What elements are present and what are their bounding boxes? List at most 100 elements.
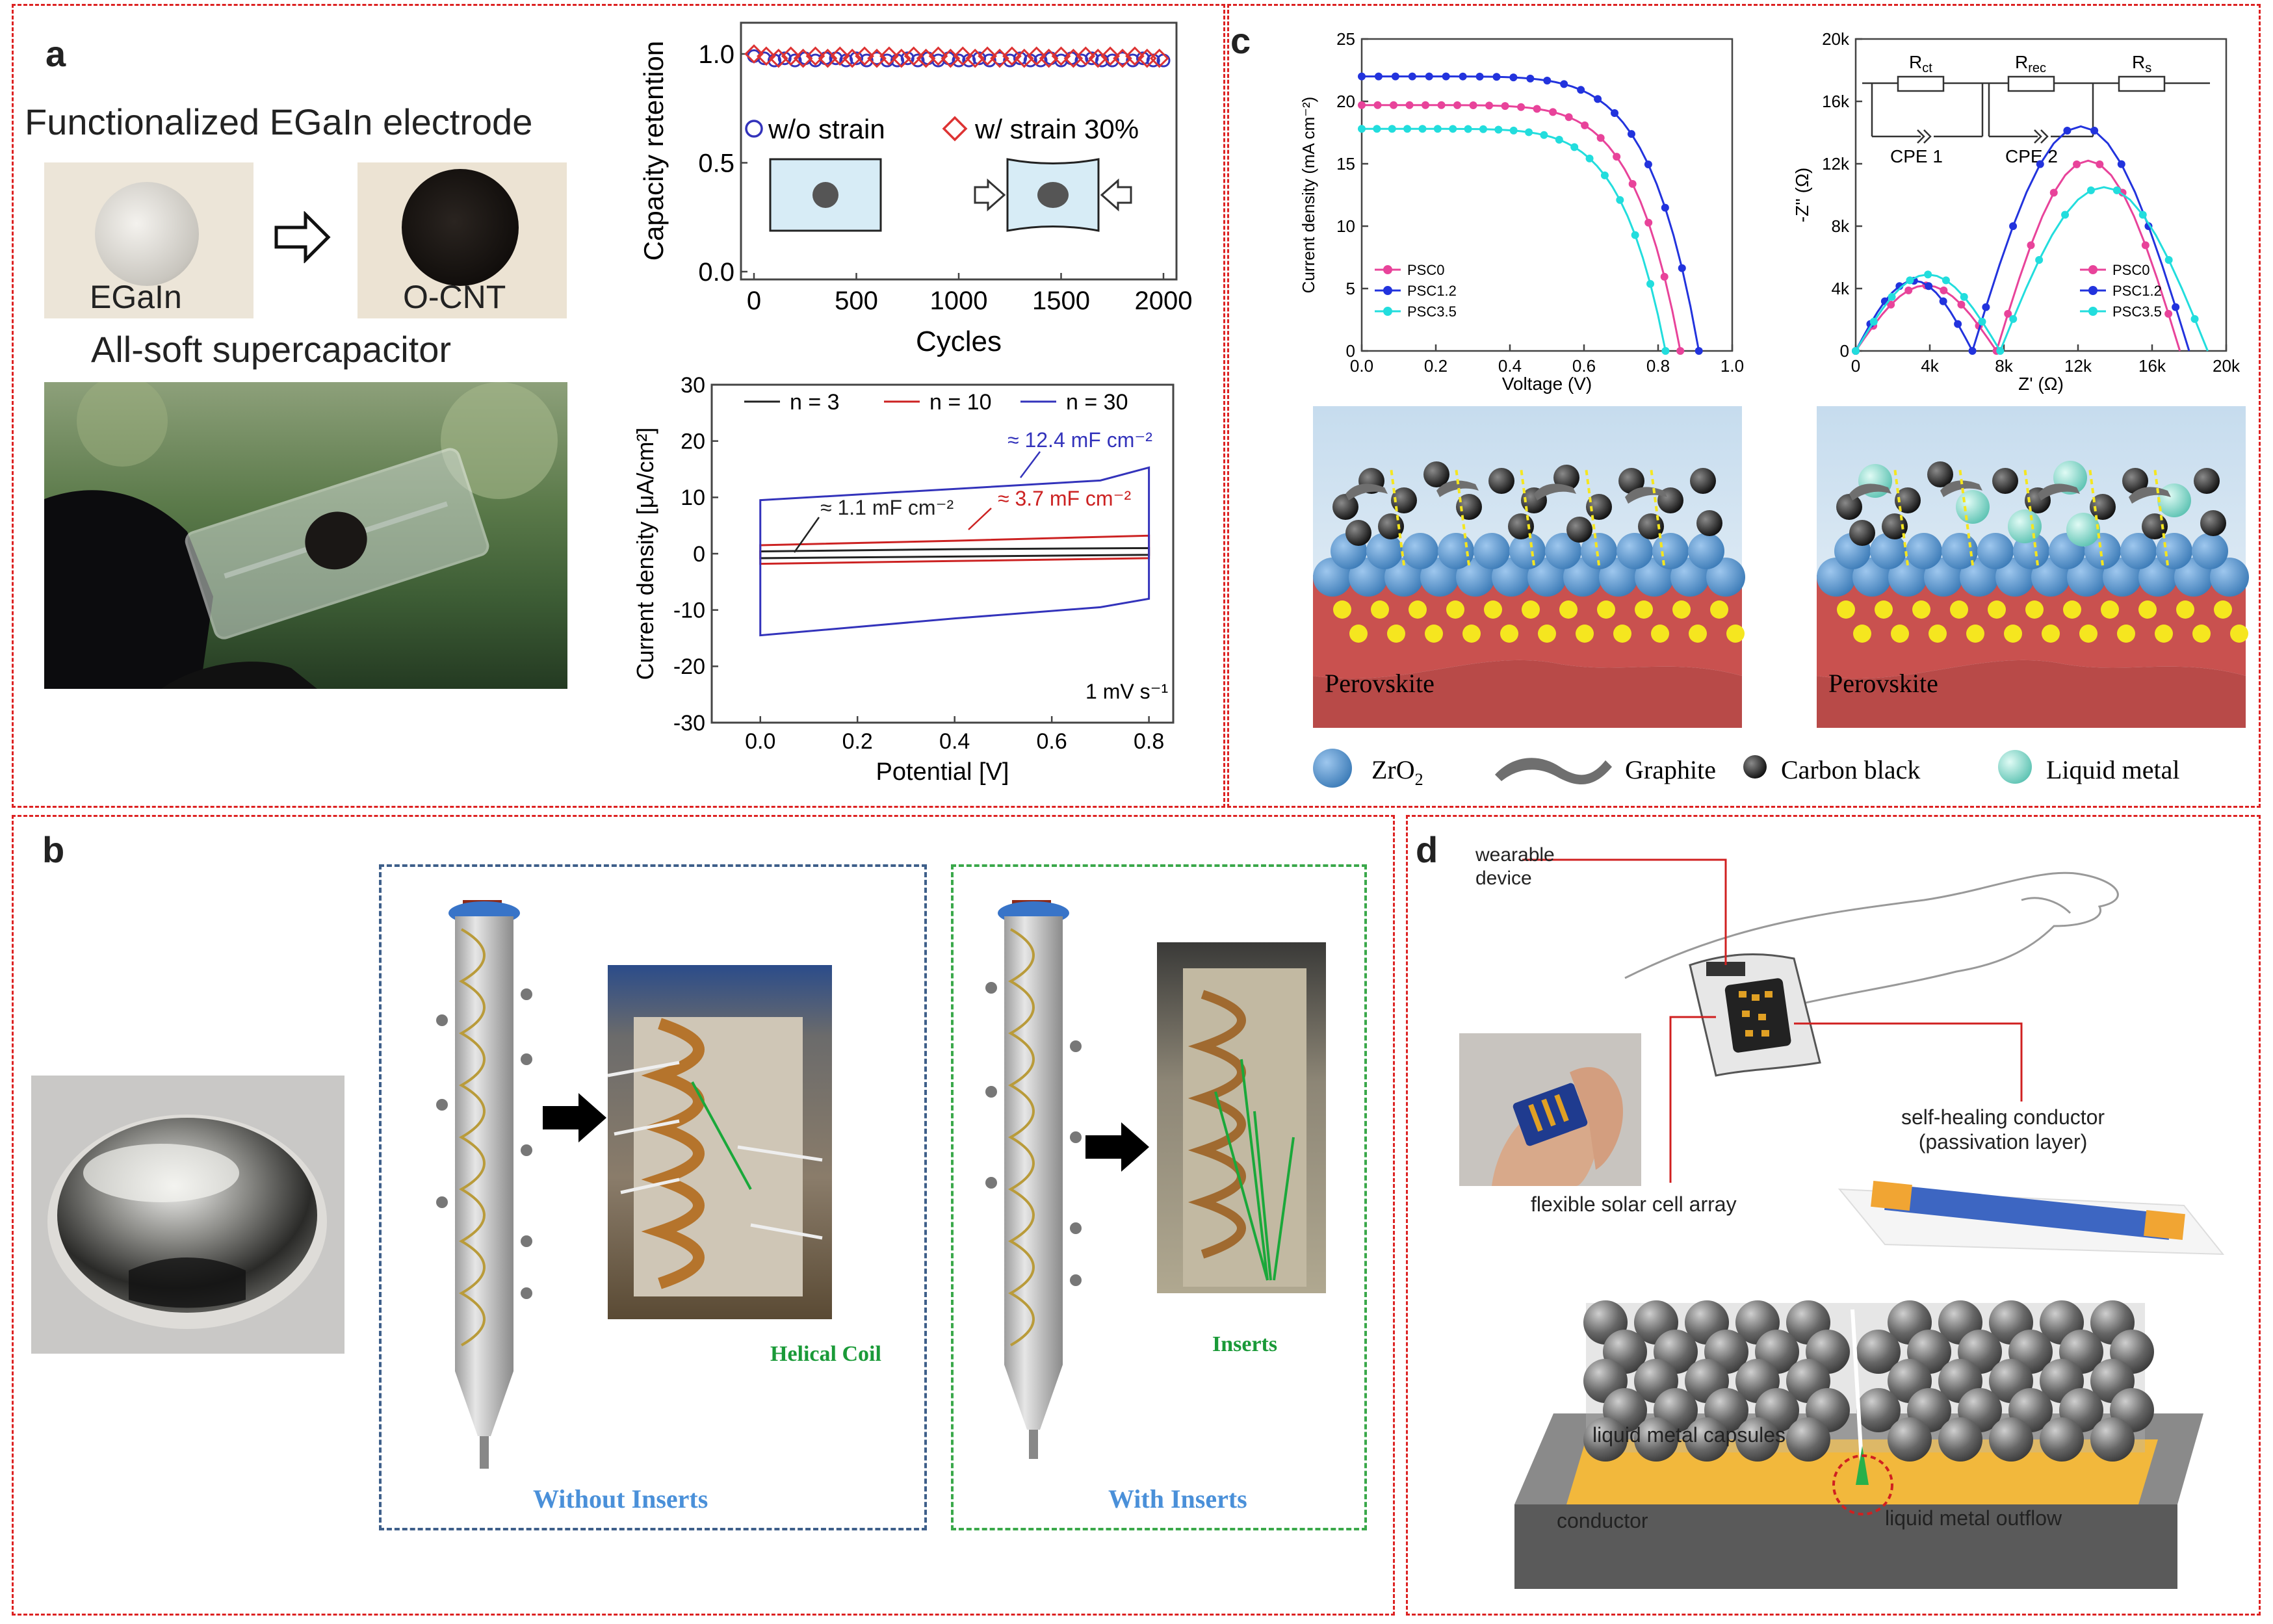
cv-scan-rate: 1 mV s⁻¹ bbox=[1085, 680, 1168, 703]
panel-a-frame bbox=[12, 4, 1225, 808]
cr-point bbox=[1076, 46, 1096, 66]
zro2-particle bbox=[2156, 533, 2192, 569]
hole-symbol bbox=[1988, 600, 2006, 619]
jv-point bbox=[1391, 72, 1399, 81]
cv-annotation-n30: ≈ 12.4 mF cm⁻² bbox=[1007, 428, 1152, 452]
jv-point bbox=[1479, 125, 1487, 133]
ny-legend-label: PSC1.2 bbox=[2112, 283, 2162, 299]
cr-point bbox=[855, 46, 874, 66]
cv-y-tick-label: -10 bbox=[673, 599, 705, 623]
ny-legend-label: PSC3.5 bbox=[2112, 303, 2162, 320]
cv-annotation-n30-pointer bbox=[1020, 451, 1041, 478]
ny-y-tick-label: 8k bbox=[1832, 216, 1850, 236]
jv-y-tick-label: 5 bbox=[1346, 279, 1355, 298]
circuit-label-cpe1: CPE 1 bbox=[1890, 146, 1943, 166]
zro2-particle bbox=[1402, 533, 1438, 569]
wearable-label-line1: wearable bbox=[1475, 844, 1555, 866]
zro2-particle bbox=[1474, 533, 1510, 569]
jv-point bbox=[1501, 102, 1509, 110]
nyquist-ylabel: -Z'' (Ω) bbox=[1794, 168, 1812, 222]
arrow-icon-b1 bbox=[543, 1092, 608, 1147]
ny-point bbox=[2096, 160, 2104, 168]
jv-point bbox=[1453, 101, 1462, 109]
cv-y-tick-label: 10 bbox=[681, 485, 705, 510]
jv-ylabel: Current density (mA cm⁻²) bbox=[1299, 97, 1318, 294]
cv-x-tick-label: 0.8 bbox=[1134, 729, 1164, 754]
helical-coil-photo bbox=[608, 965, 832, 1319]
lm-capsule bbox=[1989, 1417, 2033, 1462]
hole-symbol bbox=[2138, 600, 2157, 619]
jv-point bbox=[1570, 143, 1579, 151]
carbon-black-particle bbox=[1566, 517, 1592, 543]
jv-point bbox=[1526, 74, 1535, 83]
cr-point bbox=[744, 44, 764, 64]
cr-point bbox=[953, 46, 973, 66]
wearable-label: wearable device bbox=[1475, 844, 1555, 890]
liquid-metal-particle bbox=[2066, 513, 2100, 547]
jv-point bbox=[1373, 125, 1381, 133]
ny-point bbox=[2090, 127, 2099, 135]
electron-symbol bbox=[1538, 625, 1556, 643]
jv-point bbox=[1676, 347, 1685, 355]
cv-y-tick-label: -30 bbox=[673, 711, 705, 736]
cv-y-tick-label: 0 bbox=[693, 542, 705, 567]
carbon-black-particle bbox=[1836, 494, 1862, 520]
cr-point bbox=[1063, 48, 1084, 68]
cr-xlabel: Cycles bbox=[916, 326, 1002, 357]
zro2-particle bbox=[1366, 533, 1403, 569]
cr-point bbox=[1125, 46, 1145, 66]
charge-path bbox=[1585, 467, 1600, 566]
with-inserts-label: With Inserts bbox=[1108, 1484, 1247, 1514]
hole-symbol bbox=[1522, 600, 1540, 619]
zro2-particle bbox=[2120, 533, 2157, 569]
carbon-black-particle bbox=[1423, 461, 1449, 487]
jv-point bbox=[1646, 279, 1655, 288]
hole-symbol bbox=[1950, 600, 1968, 619]
jv-point bbox=[1358, 125, 1366, 133]
ny-point bbox=[2009, 315, 2018, 323]
hole-symbol bbox=[1710, 600, 1728, 619]
jv-point bbox=[1594, 95, 1602, 103]
jv-legend-label: PSC3.5 bbox=[1407, 303, 1457, 320]
jv-x-tick-label: 1.0 bbox=[1721, 356, 1744, 376]
ny-point bbox=[2164, 309, 2173, 318]
inset-unstrained-electrode bbox=[812, 182, 838, 208]
jv-point bbox=[1540, 131, 1548, 139]
carbon-black-particle bbox=[1690, 468, 1716, 494]
legend-zro2-label: ZrO2 bbox=[1371, 755, 1423, 789]
zro2-particle bbox=[1509, 533, 1546, 569]
jv-point bbox=[1442, 72, 1450, 81]
jv-point bbox=[1373, 101, 1382, 109]
jv-legend-label: PSC1.2 bbox=[1407, 283, 1457, 299]
jv-point bbox=[1644, 218, 1653, 227]
electron-symbol bbox=[1349, 625, 1368, 643]
jv-point bbox=[1459, 72, 1467, 81]
charge-path bbox=[1650, 467, 1665, 566]
jv-point bbox=[1418, 125, 1427, 133]
jv-point bbox=[1358, 101, 1366, 109]
jv-point bbox=[1560, 80, 1568, 88]
zro2-particle bbox=[1706, 558, 1745, 597]
arrow-left-icon bbox=[974, 178, 1006, 212]
ny-x-tick-label: 8k bbox=[1995, 356, 2013, 376]
cr-point bbox=[990, 48, 1009, 68]
outflow-highlight bbox=[1832, 1454, 1893, 1515]
electron-symbol bbox=[1613, 625, 1631, 643]
jv-xlabel: Voltage (V) bbox=[1502, 374, 1592, 394]
cr-point bbox=[781, 46, 801, 66]
jv-legend-marker bbox=[1383, 307, 1392, 316]
electron-symbol bbox=[1966, 625, 1984, 643]
egain-photo: EGaIn bbox=[44, 162, 253, 318]
jv-point bbox=[1408, 72, 1416, 81]
carbon-black-particle bbox=[2090, 494, 2116, 520]
jv-point bbox=[1644, 161, 1652, 169]
lm-capsule bbox=[1634, 1417, 1678, 1462]
perovskite-schematics: Perovskite Perovskite bbox=[1313, 406, 2249, 728]
reactor-column-left bbox=[436, 900, 532, 1469]
schematic-with-lm bbox=[1817, 406, 2249, 728]
jv-point bbox=[1358, 72, 1366, 81]
jv-x-tick-label: 0.0 bbox=[1350, 356, 1373, 376]
wearable-label-line2: device bbox=[1475, 868, 1532, 889]
jv-point bbox=[1628, 180, 1637, 188]
